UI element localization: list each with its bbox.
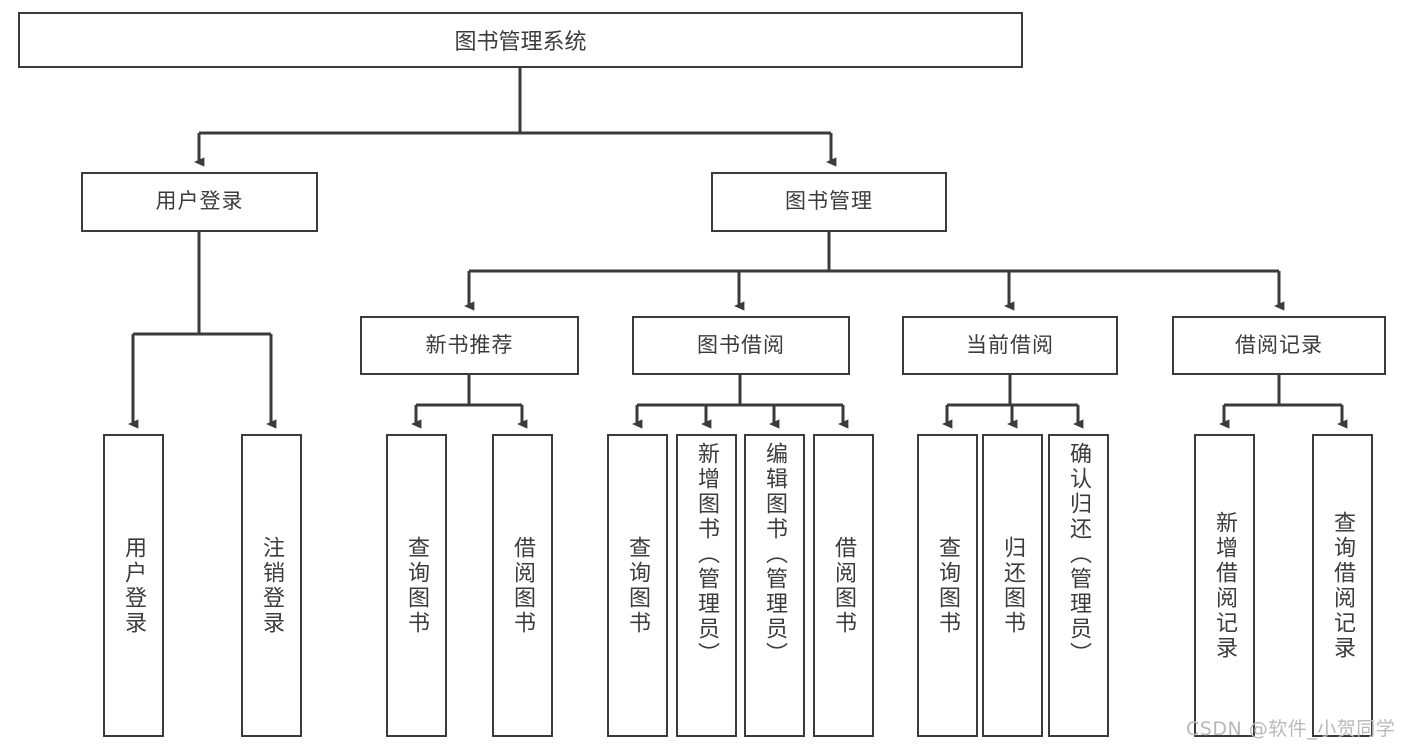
leaf-borrow-records-add: 新增借阅记录	[1194, 434, 1255, 737]
node-root: 图书管理系统	[18, 12, 1023, 68]
leaf-current-borrow-query: 查询图书	[917, 434, 978, 737]
node-book-management-label: 图书管理	[785, 189, 873, 214]
watermark: CSDN @软件_小贺同学	[1186, 718, 1396, 740]
leaf-borrow-records-query: 查询借阅记录	[1312, 434, 1373, 737]
node-book-borrow-label: 图书借阅	[697, 332, 785, 357]
leaf-label: 归还图书	[1000, 535, 1026, 636]
leaf-label: 确认归还（管理员）	[1066, 442, 1092, 667]
node-book-borrow: 图书借阅	[632, 316, 850, 375]
node-current-borrow: 当前借阅	[902, 316, 1118, 375]
leaf-label: 借阅图书	[831, 535, 857, 636]
leaf-label: 查询图书	[935, 535, 961, 636]
node-new-book-recommend-label: 新书推荐	[425, 332, 514, 357]
leaf-label: 借阅图书	[510, 535, 536, 636]
leaf-label: 用户登录	[121, 535, 147, 636]
leaf-user-login-logout: 注销登录	[241, 434, 302, 737]
leaf-label: 新增图书（管理员）	[694, 442, 720, 667]
node-borrow-records-label: 借阅记录	[1235, 332, 1323, 357]
node-new-book-recommend: 新书推荐	[360, 316, 579, 375]
leaf-book-borrow-add: 新增图书（管理员）	[676, 434, 737, 737]
node-current-borrow-label: 当前借阅	[966, 332, 1054, 357]
leaf-label: 注销登录	[259, 535, 285, 636]
leaf-new-book-borrow: 借阅图书	[492, 434, 553, 737]
leaf-new-book-query: 查询图书	[386, 434, 447, 737]
leaf-current-borrow-return: 归还图书	[982, 434, 1043, 737]
node-user-login-label: 用户登录	[155, 189, 244, 214]
leaf-label: 编辑图书（管理员）	[762, 442, 788, 667]
leaf-current-borrow-confirm-return: 确认归还（管理员）	[1048, 434, 1109, 737]
leaf-book-borrow-borrow: 借阅图书	[813, 434, 874, 737]
leaf-book-borrow-edit: 编辑图书（管理员）	[744, 434, 805, 737]
node-borrow-records: 借阅记录	[1172, 316, 1386, 375]
leaf-label: 查询图书	[404, 535, 430, 636]
node-book-management: 图书管理	[711, 172, 947, 232]
leaf-label: 查询图书	[625, 535, 651, 636]
leaf-label: 查询借阅记录	[1330, 510, 1356, 661]
node-user-login: 用户登录	[81, 172, 318, 232]
node-root-label: 图书管理系统	[454, 30, 587, 55]
leaf-label: 新增借阅记录	[1212, 510, 1238, 661]
leaf-book-borrow-query: 查询图书	[607, 434, 668, 737]
leaf-user-login-login: 用户登录	[103, 434, 164, 737]
